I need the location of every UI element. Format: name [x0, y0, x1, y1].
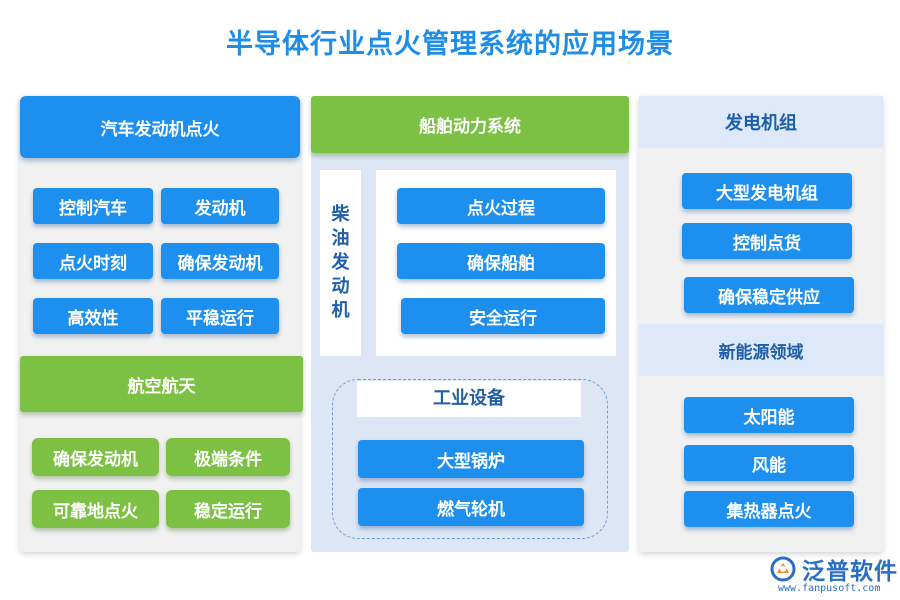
- item-smooth-running[interactable]: 平稳运行: [161, 298, 279, 334]
- brand-name: 泛普软件: [802, 559, 898, 585]
- industrial-equipment-group: [332, 379, 608, 539]
- item-ensure-engine[interactable]: 确保发动机: [161, 243, 279, 279]
- item-ensure-ship[interactable]: 确保船舶: [397, 243, 605, 279]
- item-reliable-ignition[interactable]: 可靠地点火: [32, 490, 159, 528]
- item-control-point[interactable]: 控制点货: [682, 223, 852, 259]
- fanpu-logo-icon: [770, 556, 796, 582]
- item-solar[interactable]: 太阳能: [684, 397, 854, 433]
- header-new-energy[interactable]: 新能源领域: [639, 324, 883, 376]
- brand-logo: 泛普软件: [770, 552, 898, 586]
- brand-url: www.fanpusoft.com: [778, 583, 881, 594]
- item-large-generator[interactable]: 大型发电机组: [682, 173, 852, 209]
- item-control-car[interactable]: 控制汽车: [33, 188, 153, 224]
- item-wind[interactable]: 风能: [684, 445, 854, 481]
- item-stable-running[interactable]: 稳定运行: [166, 490, 290, 528]
- header-marine-power[interactable]: 船舶动力系统: [311, 96, 629, 153]
- item-collector-ignition[interactable]: 集热器点火: [684, 491, 854, 527]
- header-generator-set[interactable]: 发电机组: [639, 96, 883, 148]
- item-gas-turbine[interactable]: 燃气轮机: [358, 488, 584, 526]
- item-engine[interactable]: 发动机: [161, 188, 279, 224]
- item-ignition-process[interactable]: 点火过程: [397, 188, 605, 224]
- item-extreme-conditions[interactable]: 极端条件: [166, 438, 290, 476]
- diesel-engine-label: 柴 油 发 动 机: [331, 204, 350, 321]
- header-aerospace[interactable]: 航空航天: [20, 356, 303, 412]
- item-stable-supply[interactable]: 确保稳定供应: [684, 277, 854, 313]
- diesel-engine-label-box: [320, 170, 361, 356]
- item-ensure-engine-aero[interactable]: 确保发动机: [32, 438, 159, 476]
- page-title: 半导体行业点火管理系统的应用场景: [226, 29, 674, 60]
- item-safe-running[interactable]: 安全运行: [401, 298, 605, 334]
- item-efficiency[interactable]: 高效性: [33, 298, 153, 334]
- item-ignition-timing[interactable]: 点火时刻: [33, 243, 153, 279]
- industrial-equipment-header: 工业设备: [433, 388, 505, 409]
- industrial-equipment-header-box: [357, 381, 581, 417]
- header-automotive-ignition[interactable]: 汽车发动机点火: [20, 96, 300, 158]
- item-large-boiler[interactable]: 大型锅炉: [358, 440, 584, 478]
